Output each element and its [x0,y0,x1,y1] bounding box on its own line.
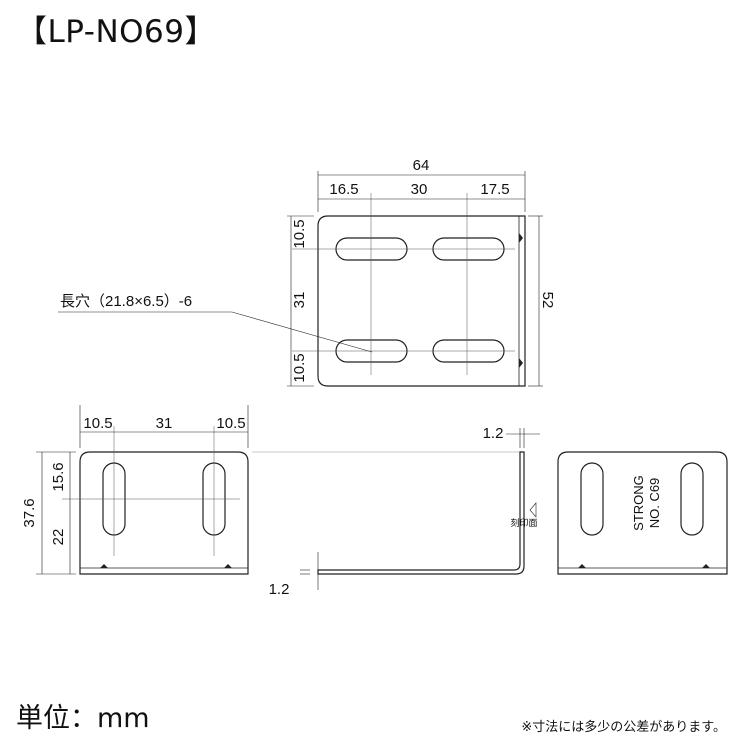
dim-52: 52 [539,292,556,309]
dim-15-6: 15.6 [50,462,67,491]
side-profile [317,451,525,575]
page-title: 【LP-NO69】 [16,14,217,50]
unit-label: 単位：mm [16,703,150,734]
dim-37-6: 37.6 [21,498,38,527]
tolerance-note: ※寸法には多少の公差があります。 [521,720,726,735]
dim-10-5-front-right: 10.5 [216,415,245,432]
top-mark-lower [519,358,523,368]
back-slot-left [580,462,604,536]
dim-10-5-front-left: 10.5 [83,415,112,432]
stamp-strong: STRONG [631,475,646,531]
dim-10-5-bottom: 10.5 [291,353,308,382]
dim-31-front: 31 [156,415,173,432]
side-view [300,428,540,590]
slot-callout-label: 長穴（21.8×6.5）-6 [60,293,192,310]
dim-30: 30 [411,181,428,198]
front-plate-outline [79,451,249,575]
back-view [557,451,728,575]
dim-thickness-bottom: 1.2 [269,581,290,598]
dim-10-5-top: 10.5 [291,219,308,248]
dim-thickness-top: 1.2 [483,425,504,442]
stamp-side-label: 刻印面 [510,517,537,528]
back-slot-right [680,462,704,536]
stamp-side-marker [529,502,537,518]
dim-31-vertical: 31 [291,292,308,309]
front-view [36,405,520,575]
back-plate-outline [557,451,728,575]
stamp-model: NO. C69 [647,478,662,529]
top-plate-outline [317,215,526,387]
dim-22: 22 [50,529,67,546]
dim-16-5: 16.5 [329,181,358,198]
top-view [58,171,543,387]
top-mark-upper [519,233,523,243]
dim-17-5: 17.5 [480,181,509,198]
dim-width-64: 64 [413,157,430,174]
